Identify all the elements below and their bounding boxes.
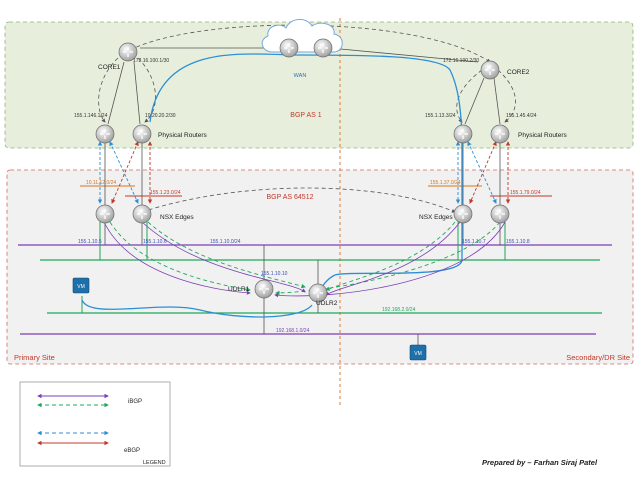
physical-routers-right-label: Physical Routers: [518, 132, 568, 139]
wan-label: WAN: [294, 73, 307, 79]
wan-router-icon-a: [279, 38, 299, 58]
legend-title: LEGEND: [143, 460, 166, 466]
udlr1-label: UDLR1: [228, 286, 250, 293]
net-192-1-label: 192.168.1.0/24: [276, 328, 310, 334]
core1-wan-ip: 172.16.100.1/30: [133, 58, 169, 64]
vm-left-label: VM: [77, 284, 85, 290]
vm-bottom-label: VM: [414, 351, 422, 357]
wan-router-icon-b: [313, 38, 333, 58]
router-icons: [95, 38, 510, 303]
nsx-edge-left-b-icon: [132, 204, 152, 224]
primary-site-label: Primary Site: [14, 353, 55, 362]
credit-text: Prepared by – Farhan Siraj Patel: [482, 458, 598, 467]
core2-router-icon: [480, 60, 500, 80]
pr-left-a-ip: 155.1.146.1/24: [74, 113, 108, 119]
core2-label: CORE2: [507, 69, 530, 76]
core2-wan-ip: 172.16.100.2/30: [443, 58, 479, 64]
udlr2-router-icon: [308, 283, 328, 303]
nsx-edges-right-label: NSX Edges: [419, 214, 453, 221]
udlr1-router-icon: [254, 279, 274, 299]
blue-route-path: [149, 53, 463, 301]
vm-icon: [72, 277, 90, 294]
bgp-as64512-label: BGP AS 64512: [267, 194, 314, 201]
net-192-2-label: 192.168.2.0/24: [382, 307, 416, 313]
edge-left-b-ip: 155.1.10.6: [143, 239, 167, 245]
uplink-left-a-ip: 10.11.12.0/24: [86, 180, 116, 186]
pr-right-a-ip: 155.1.13.3/24: [425, 113, 456, 119]
udlr-ip: 155.1.10.10: [261, 271, 288, 277]
bgp-as1-label: BGP AS 1: [290, 112, 321, 119]
vm-icon: [409, 344, 427, 361]
site-zone: [6, 169, 634, 365]
physical-router-left-b-icon: [132, 124, 152, 144]
legend-ebgp-label: eBGP: [124, 448, 140, 454]
legend-ibgp-label: iBGP: [128, 399, 142, 405]
nsx-edge-left-a-icon: [95, 204, 115, 224]
transit-subnet: 155.1.10.0/24: [210, 239, 241, 245]
nsx-edge-right-a-icon: [453, 204, 473, 224]
uplink-right-a-ip: 155.1.37.0/24: [430, 180, 461, 186]
legend-box: [19, 381, 171, 467]
physical-router-right-a-icon: [453, 124, 473, 144]
pr-right-b-ip: 155.1.45.4/24: [506, 113, 537, 119]
udlr2-label: UDLR2: [316, 300, 338, 307]
edge-right-b-ip: 155.1.10.8: [506, 239, 530, 245]
uplink-right-b-ip: 155.1.79.0/24: [510, 190, 541, 196]
core1-label: CORE1: [98, 64, 121, 71]
nsx-edges-left-label: NSX Edges: [160, 214, 194, 221]
edge-left-a-ip: 155.1.10.5: [78, 239, 102, 245]
core1-router-icon: [118, 42, 138, 62]
physical-links: [104, 142, 501, 334]
edge-right-a-ip: 155.1.10.7: [462, 239, 486, 245]
nsx-edge-right-b-icon: [490, 204, 510, 224]
secondary-site-label: Secondary/DR Site: [566, 353, 630, 362]
pr-left-b-ip: 10.20.20.2/30: [145, 113, 176, 119]
uplink-left-b-ip: 155.1.23.0/24: [150, 190, 181, 196]
physical-routers-left-label: Physical Routers: [158, 132, 208, 139]
physical-router-left-a-icon: [95, 124, 115, 144]
physical-router-right-b-icon: [490, 124, 510, 144]
